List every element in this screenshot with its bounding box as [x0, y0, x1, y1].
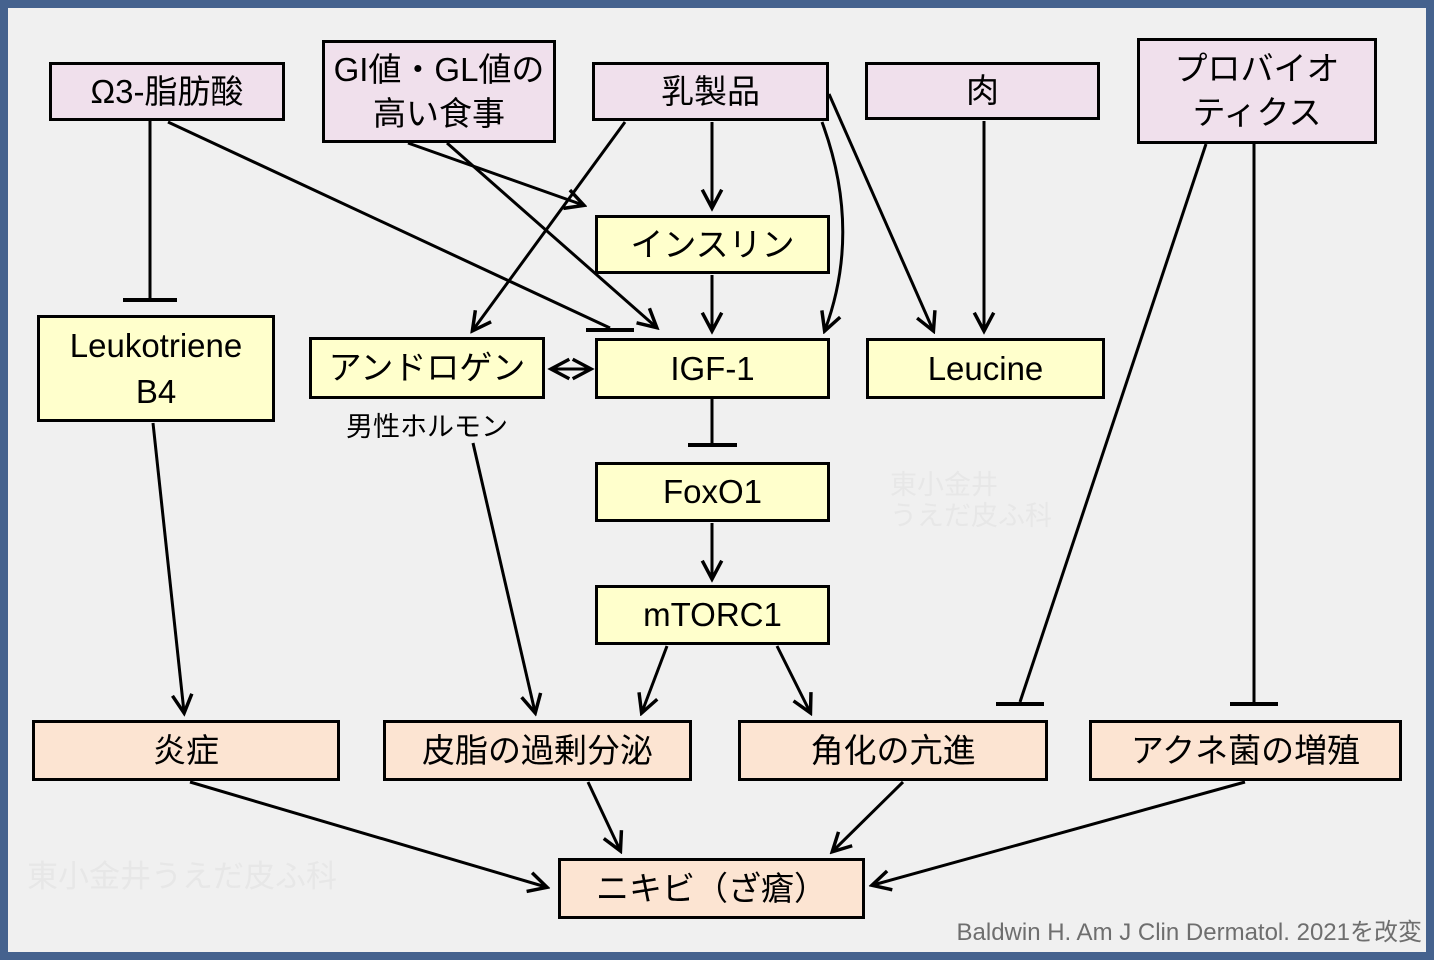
edge-omega3-inhibits-igf1 [167, 120, 611, 330]
edge-dairy-leucine [827, 93, 933, 330]
node-inflammation: 炎症 [32, 720, 340, 781]
watermark-clinic-bottom: 東小金井うえだ皮ふ科 [27, 859, 337, 894]
node-hyperkeratinization: 角化の亢進 [738, 720, 1048, 781]
node-mtorc1: mTORC1 [595, 585, 830, 645]
edge-gigl-insulin [407, 141, 583, 205]
edge-sebum-acne [586, 781, 620, 850]
edge-gigl-igf1 [446, 141, 656, 327]
node-insulin: インスリン [595, 215, 830, 274]
node-leukotriene-b4: Leukotriene B4 [37, 315, 275, 422]
node-meat: 肉 [865, 62, 1100, 120]
node-androgen: アンドロゲン [309, 337, 545, 399]
edge-mtorc1-sebum [642, 645, 669, 712]
node-probiotics: プロバイオ ティクス [1137, 38, 1377, 144]
edge-leukotriene-inflammation [151, 422, 184, 712]
edge-probiotics-inhibits-keratosis [1018, 143, 1208, 703]
edge-inflammation-acne [189, 780, 546, 887]
node-leucine: Leucine [866, 338, 1105, 399]
node-igf1: IGF-1 [595, 338, 830, 399]
edge-acnes-acne [873, 780, 1246, 885]
edge-androgen-sebum [471, 442, 535, 712]
node-high-gi-gl-diet: GI値・GL値の 高い食事 [322, 40, 556, 143]
node-foxo1: FoxO1 [595, 462, 830, 522]
edge-dairy-igf1 [822, 121, 845, 330]
node-omega3-fatty-acid: Ω3-脂肪酸 [49, 62, 285, 121]
node-c-acnes-growth: アクネ菌の増殖 [1089, 720, 1402, 781]
androgen-sublabel: 男性ホルモン [346, 412, 508, 442]
node-excess-sebum: 皮脂の過剰分泌 [383, 720, 692, 781]
edge-keratosis-acne [833, 780, 905, 851]
node-dairy: 乳製品 [592, 62, 829, 121]
edge-dairy-androgen [473, 121, 627, 330]
node-acne: ニキビ（ざ瘡） [558, 858, 865, 919]
citation-text: Baldwin H. Am J Clin Dermatol. 2021を改変 [956, 919, 1423, 946]
edge-mtorc1-keratosis [775, 645, 810, 712]
watermark-clinic-middle: 東小金井 うえだ皮ふ科 [890, 470, 1052, 531]
